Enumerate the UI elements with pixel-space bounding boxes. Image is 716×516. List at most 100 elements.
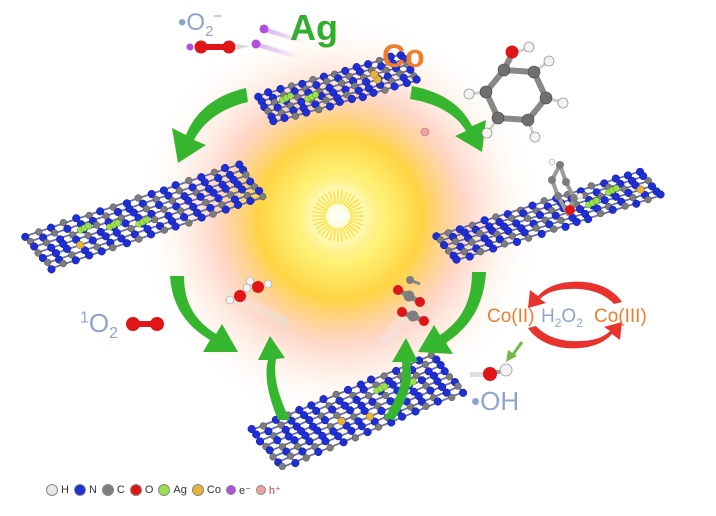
sun-ray <box>343 225 352 239</box>
nitrogen-atom <box>535 211 544 220</box>
carbon-atom <box>621 202 629 210</box>
carbon-atom <box>332 390 340 399</box>
sun-ray <box>346 198 359 209</box>
nitrogen-atom <box>246 196 255 205</box>
sun-ray <box>343 193 352 207</box>
nitrogen-atom <box>512 219 521 228</box>
legend-swatch <box>46 484 58 496</box>
nitrogen-atom <box>63 224 72 233</box>
carbon-atom <box>294 442 302 451</box>
carbon-atom <box>365 392 373 400</box>
nitrogen-atom <box>520 228 529 237</box>
carbon-atom <box>476 247 485 256</box>
nitrogen-atom <box>290 87 299 96</box>
nitrogen-atom <box>328 405 337 414</box>
singlet-oxygen-label: 1O2 <box>80 310 118 342</box>
sun-ray <box>320 224 331 237</box>
carbon-atom <box>454 382 462 390</box>
legend-swatch <box>101 484 114 496</box>
nitrogen-atom <box>355 67 365 76</box>
silver-atom <box>286 92 294 100</box>
sun-ray <box>313 219 327 226</box>
nitrogen-atom <box>363 428 372 437</box>
arrow-up-right <box>384 338 418 420</box>
carbon-atom <box>338 79 346 87</box>
catalyst-sheet-left <box>21 160 267 274</box>
nitrogen-atom <box>484 239 493 248</box>
catalyst-sheet-right <box>432 167 665 264</box>
nitrogen-atom <box>159 186 168 195</box>
sun-ray <box>347 221 361 230</box>
sun-ray <box>328 191 335 205</box>
sun-ray <box>349 219 363 226</box>
nitrogen-atom <box>171 181 180 190</box>
nitrogen-atom <box>129 208 138 217</box>
carbon-atom <box>150 215 159 224</box>
carbon-atom <box>508 232 517 240</box>
nitrogen-atom <box>314 447 323 457</box>
nitrogen-atom <box>255 186 264 195</box>
nitrogen-atom <box>147 189 156 199</box>
superoxide-subscript: 2 <box>205 22 214 40</box>
carbon-atom <box>421 360 429 369</box>
sun-ray <box>345 195 356 208</box>
nitrogen-atom <box>504 227 513 236</box>
co-iii-label: Co(III) <box>594 306 647 327</box>
nitrogen-atom <box>367 375 376 384</box>
nitrogen-atom <box>305 437 314 446</box>
sun-ray <box>324 225 333 239</box>
legend-item: N <box>73 484 97 496</box>
carbon-atom <box>85 211 93 220</box>
nitrogen-atom <box>172 202 181 211</box>
nitrogen-atom <box>368 397 377 406</box>
catalyst-sheet-top <box>254 51 421 126</box>
nitrogen-atom <box>189 202 198 211</box>
nitrogen-atom <box>155 200 164 210</box>
nitrogen-atom <box>62 244 72 253</box>
nitrogen-atom <box>656 190 665 199</box>
carbon-atom <box>127 225 135 233</box>
nitrogen-atom <box>584 215 593 224</box>
carbon-atom <box>168 197 177 205</box>
nitrogen-atom <box>113 208 123 217</box>
sun-rays <box>312 190 364 242</box>
sun-ray <box>332 227 337 242</box>
cobalt-atom <box>370 70 379 79</box>
cobalt-atom <box>337 417 346 426</box>
nitrogen-atom <box>364 60 373 69</box>
sun-ray <box>312 210 327 215</box>
sun-ray <box>328 227 335 241</box>
nitrogen-atom <box>561 222 570 231</box>
nitrogen-atom <box>417 376 427 385</box>
carbon-atom <box>540 197 548 205</box>
h2o2-label: H2O2 <box>541 307 583 329</box>
nitrogen-atom <box>480 216 489 225</box>
carbon-atom <box>422 382 430 390</box>
carbon-atom <box>323 77 331 86</box>
nitrogen-atom <box>321 437 330 446</box>
carbon-atom <box>412 371 421 380</box>
carbon-atom <box>550 225 558 233</box>
carbon-atom <box>500 240 509 248</box>
nitrogen-atom <box>489 244 498 253</box>
superoxide-prefix: •O <box>178 9 206 36</box>
nitrogen-atom <box>465 252 474 261</box>
carbon-atom <box>259 192 267 201</box>
legend-label: N <box>88 484 97 496</box>
nitrogen-atom <box>398 412 407 421</box>
nitrogen-atom <box>440 367 449 376</box>
nitrogen-atom <box>392 64 401 73</box>
arrow-up-left <box>258 336 290 420</box>
nitrogen-atom <box>71 256 80 265</box>
nitrogen-atom <box>238 185 247 194</box>
nitrogen-atom <box>632 199 641 208</box>
arrow-top-right <box>410 86 486 152</box>
carbon-atom <box>523 214 532 222</box>
nitrogen-atom <box>184 196 193 205</box>
carbon-atom <box>185 177 193 185</box>
nitrogen-atom <box>329 427 338 436</box>
carbon-atom <box>59 259 67 268</box>
nitrogen-atom <box>611 192 620 201</box>
arrow-right-down <box>418 272 486 354</box>
nitrogen-atom <box>138 199 147 208</box>
